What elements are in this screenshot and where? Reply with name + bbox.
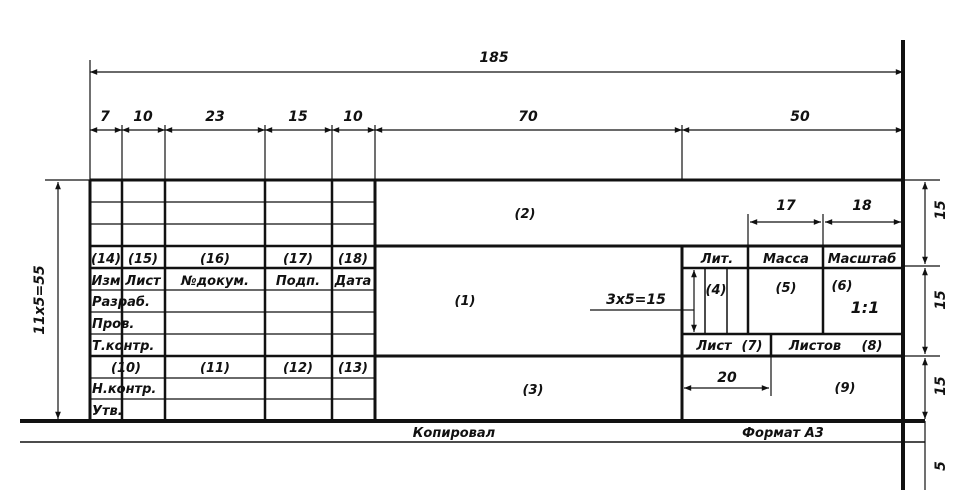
left-table-grid [90,180,377,421]
field-1: (1) [455,294,476,309]
left-table-index-row: (14) (15) (16) (17) (18) [91,252,368,267]
left-table-header-row: Изм Лист №докум. Подп. Дата [91,274,371,289]
label-list: Лист [695,339,733,354]
row-label-utv: Утв. [92,404,123,419]
field-2: (2) [515,207,536,222]
dim-23: 23 [205,109,224,125]
center-right-grid [375,214,903,421]
cell-17: (17) [283,252,313,267]
dim-r15-3: 15 [933,376,949,396]
label-lit: Лит. [700,252,733,267]
dim-r15-1: 15 [933,200,949,220]
row-label-razrab: Разраб. [92,295,150,310]
cell-18: (18) [338,252,368,267]
dim-185: 185 [479,50,508,66]
dim-18: 18 [852,198,872,214]
dim-50: 50 [790,109,810,125]
footer-kopiroval: Копировал [413,426,496,441]
frame-lines [20,40,925,490]
label-listov: Листов [788,339,841,354]
header-data: Дата [334,274,372,289]
header-list: Лист [124,274,162,289]
left-table-index-row-2: (10) (11) (12) (13) [111,361,368,376]
field-9: (9) [835,381,856,396]
cell-14: (14) [91,252,121,267]
row-label-prov: Пров. [92,317,134,332]
dim-70: 70 [518,109,538,125]
cell-16: (16) [200,252,230,267]
row-label-nkontr: Н.контр. [92,382,156,397]
header-ndokum: №докум. [180,274,249,289]
dim-15: 15 [288,109,308,125]
dim-10b: 10 [343,109,363,125]
dim-r15-2: 15 [933,290,949,310]
left-dimension [45,179,90,419]
label-masshtab: Масштаб [828,252,897,267]
field-4: (4) [706,283,727,298]
right-dimensions [903,179,940,490]
dim-17: 17 [776,198,796,214]
cell-11: (11) [200,361,230,376]
field-8: (8) [862,339,883,354]
top-dimensions [89,60,904,180]
label-massa: Масса [763,252,809,267]
field-6: (6) [832,279,853,294]
cell-12: (12) [283,361,313,376]
field-5: (5) [776,281,797,296]
dim-3x5: 3x5=15 [606,292,666,308]
field-3: (3) [523,383,544,398]
field-7: (7) [742,339,763,354]
header-izm: Изм [91,274,120,289]
scale-value: 1:1 [851,298,880,317]
cell-10: (10) [111,361,141,376]
dim-20: 20 [717,370,737,386]
cell-15: (15) [128,252,158,267]
cell-13: (13) [338,361,368,376]
dim-r5: 5 [933,461,949,471]
dim-11x5: 11x5=55 [32,265,48,335]
row-label-tkontr: Т.контр. [92,339,154,354]
header-podp: Подп. [276,274,320,289]
dim-10a: 10 [133,109,153,125]
dim-7: 7 [100,109,110,125]
footer-format: Формат А3 [742,426,824,441]
